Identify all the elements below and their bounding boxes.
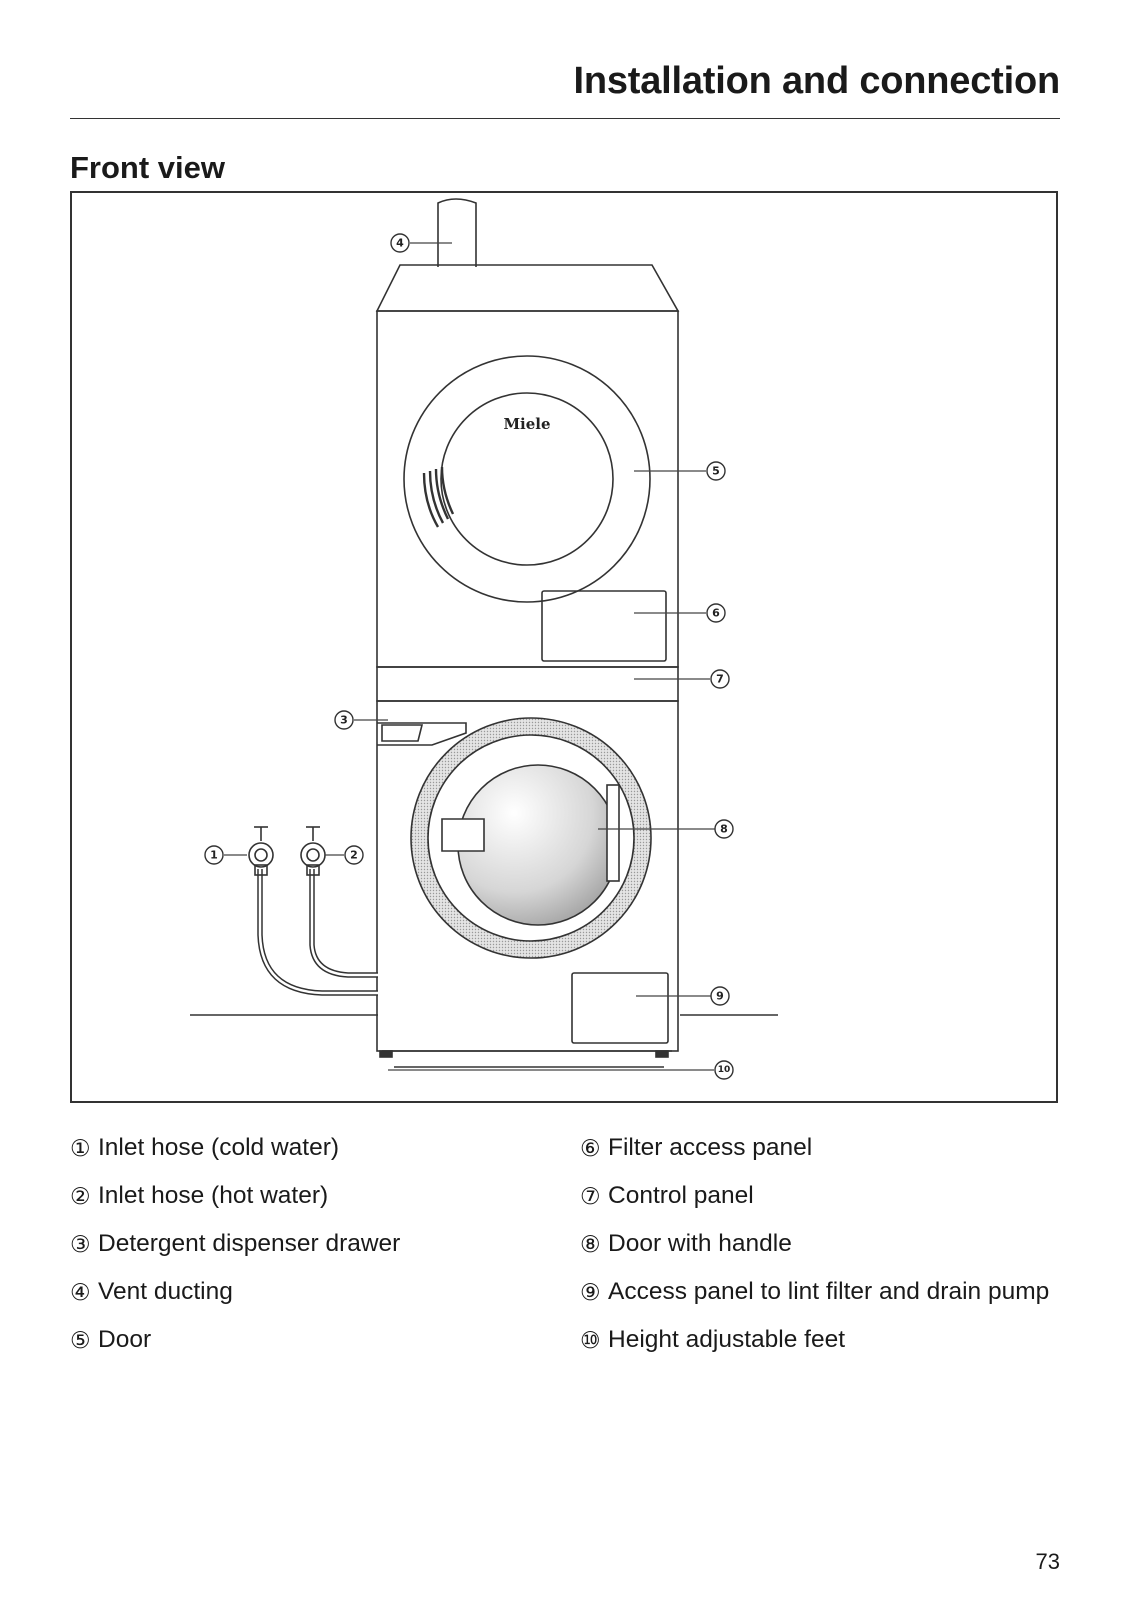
detergent-drawer-outline bbox=[377, 722, 467, 746]
page-header-title: Installation and connection bbox=[573, 60, 1060, 102]
legend-number: ⑨ bbox=[580, 1279, 601, 1305]
legend-item: ④ Vent ducting bbox=[70, 1276, 540, 1308]
control-panel-strip bbox=[376, 666, 679, 702]
callout-label: 2 bbox=[350, 849, 358, 862]
callout-7-icon bbox=[710, 669, 730, 689]
callout-label: 1 bbox=[210, 849, 218, 862]
washer-door-handle bbox=[606, 784, 620, 882]
legend-item: ⑩ Height adjustable feet bbox=[580, 1324, 1060, 1356]
legend-left-column: ① Inlet hose (cold water) ② Inlet hose (… bbox=[70, 1132, 540, 1372]
callout-10-icon bbox=[714, 1060, 734, 1080]
legend-text: Filter access panel bbox=[608, 1134, 813, 1161]
washer-door-latch bbox=[441, 818, 485, 852]
brand-logo-label: Miele bbox=[503, 415, 550, 433]
callout-label: 4 bbox=[396, 237, 404, 250]
callout-label: 7 bbox=[716, 673, 724, 686]
legend-text: Access panel to lint filter and drain pu… bbox=[608, 1278, 1050, 1305]
filter-access-panel bbox=[541, 590, 667, 662]
hot-tap bbox=[300, 826, 326, 876]
lint-filter-panel bbox=[571, 972, 669, 1044]
callout-label: 9 bbox=[716, 990, 724, 1003]
callout-5-icon bbox=[706, 461, 726, 481]
dryer-top bbox=[375, 264, 680, 312]
callout-2-icon bbox=[344, 845, 364, 865]
legend-number: ① bbox=[70, 1135, 91, 1161]
section-heading: Front view bbox=[70, 150, 226, 185]
washer-dryer-illustration: 4 5 6 7 3 8 1 2 9 10 Miele bbox=[190, 198, 778, 1080]
page-number: 73 bbox=[1035, 1549, 1060, 1574]
legend-right-column: ⑥ Filter access panel ⑦ Control panel ⑧ … bbox=[580, 1132, 1060, 1372]
callout-label: 3 bbox=[340, 714, 348, 727]
front-view-figure: 4 5 6 7 3 8 1 2 9 10 Miele bbox=[70, 191, 1058, 1103]
legend-text: Detergent dispenser drawer bbox=[98, 1230, 401, 1257]
cold-tap bbox=[248, 826, 274, 876]
dryer-door-outer bbox=[403, 355, 651, 603]
callout-9-icon bbox=[710, 986, 730, 1006]
callout-1-icon bbox=[204, 845, 224, 865]
legend-text: Inlet hose (hot water) bbox=[98, 1182, 329, 1209]
header-divider bbox=[70, 118, 1060, 119]
callout-label: 10 bbox=[718, 1065, 731, 1075]
legend-number: ⑤ bbox=[70, 1327, 91, 1353]
legend-text: Height adjustable feet bbox=[608, 1326, 845, 1353]
callout-6-icon bbox=[706, 603, 726, 623]
callout-label: 5 bbox=[712, 465, 720, 478]
legend-text: Inlet hose (cold water) bbox=[98, 1134, 340, 1161]
legend-text: Door with handle bbox=[608, 1230, 792, 1257]
legend-number: ⑥ bbox=[580, 1135, 601, 1161]
legend-number: ⑦ bbox=[580, 1183, 601, 1209]
legend-item: ① Inlet hose (cold water) bbox=[70, 1132, 540, 1164]
callout-label: 8 bbox=[720, 823, 728, 836]
callout-4-icon bbox=[390, 233, 410, 253]
legend-item: ⑧ Door with handle bbox=[580, 1228, 1060, 1260]
legend-number: ③ bbox=[70, 1231, 91, 1257]
legend-item: ⑤ Door bbox=[70, 1324, 540, 1356]
legend-item: ⑥ Filter access panel bbox=[580, 1132, 1060, 1164]
dryer-door-inner bbox=[440, 392, 614, 566]
legend-item: ② Inlet hose (hot water) bbox=[70, 1180, 540, 1212]
legend-number: ④ bbox=[70, 1279, 91, 1305]
legend-number: ⑩ bbox=[580, 1327, 601, 1353]
callout-label: 6 bbox=[712, 607, 720, 620]
legend-number: ⑧ bbox=[580, 1231, 601, 1257]
legend-number: ② bbox=[70, 1183, 91, 1209]
dryer-body bbox=[376, 310, 679, 668]
legend-item: ⑨ Access panel to lint filter and drain … bbox=[580, 1276, 1060, 1308]
legend-text: Control panel bbox=[608, 1182, 754, 1209]
legend-text: Door bbox=[98, 1326, 152, 1353]
callout-8-icon bbox=[714, 819, 734, 839]
detergent-drawer-handle bbox=[381, 724, 424, 742]
legend-text: Vent ducting bbox=[98, 1278, 233, 1305]
legend-item: ⑦ Control panel bbox=[580, 1180, 1060, 1212]
legend-item: ③ Detergent dispenser drawer bbox=[70, 1228, 540, 1260]
vent-duct bbox=[437, 198, 477, 267]
callout-3-icon bbox=[334, 710, 354, 730]
